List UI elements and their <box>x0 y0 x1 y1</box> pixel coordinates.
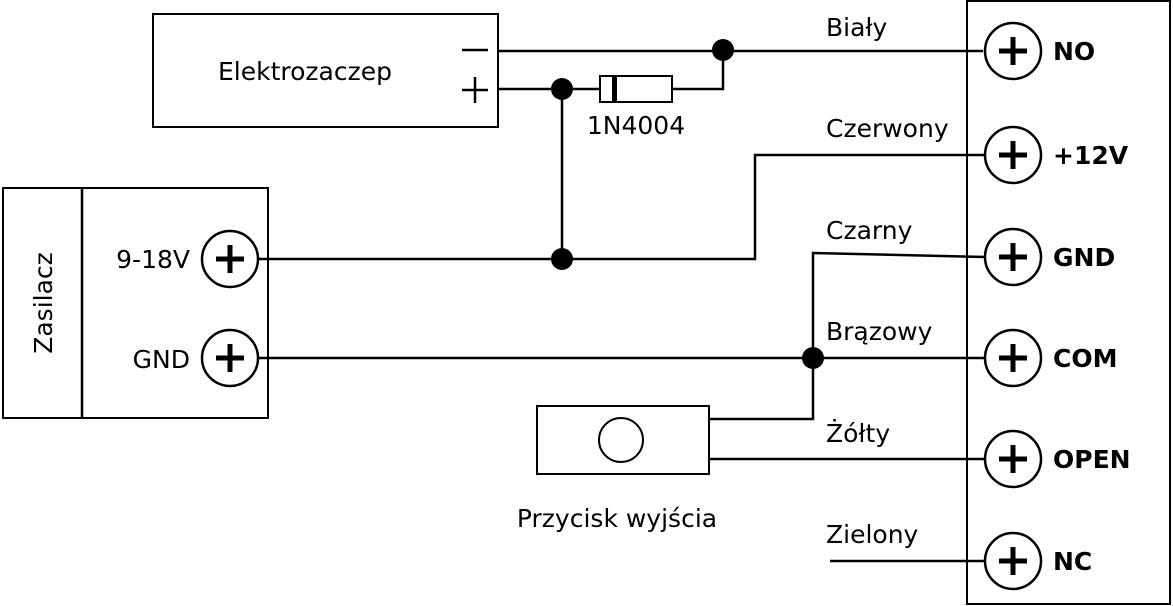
wire-label: Czerwony <box>826 114 949 143</box>
controller-terminal-label: NC <box>1053 547 1092 576</box>
terminal-screw-icon <box>200 229 260 289</box>
wires <box>258 49 986 563</box>
psu-terminal-label: GND <box>133 345 190 374</box>
exit-button-label: Przycisk wyjścia <box>517 504 717 533</box>
exit-button: Przycisk wyjścia <box>517 405 717 533</box>
wire-label: Żółty <box>826 419 890 448</box>
junction-dot <box>802 347 824 369</box>
controller-terminal-label: +12V <box>1053 141 1129 170</box>
controller-box <box>966 0 1171 605</box>
controller-terminal-label: NO <box>1053 37 1095 66</box>
electric-strike-label: Elektrozaczep <box>218 57 392 86</box>
junction-dot <box>551 78 573 100</box>
terminal-screw-icon <box>983 429 1043 489</box>
terminal-screw-icon <box>983 125 1043 185</box>
junction-dot <box>551 248 573 270</box>
controller-terminal-label: OPEN <box>1053 445 1131 474</box>
terminal-screw-icon <box>983 227 1043 287</box>
controller-terminal-label: COM <box>1053 344 1117 373</box>
terminals <box>200 21 1043 591</box>
electric-strike: Elektrozaczep <box>152 13 499 128</box>
wire-label: Czarny <box>826 216 913 245</box>
wire-label: Zielony <box>826 520 919 549</box>
wire-label: Biały <box>826 13 888 42</box>
terminal-screw-icon <box>983 328 1043 388</box>
power-supply-label: Zasilacz <box>29 252 58 354</box>
junction-dot <box>712 39 734 61</box>
terminal-screw-icon <box>983 531 1043 591</box>
terminal-screw-icon <box>200 328 260 388</box>
diode: 1N4004 <box>587 75 685 140</box>
terminal-screw-icon <box>983 21 1043 81</box>
psu-terminal-label: 9-18V <box>116 245 190 274</box>
controller-terminal-label: GND <box>1053 243 1115 272</box>
diode-label: 1N4004 <box>587 111 685 140</box>
wire-label: Brązowy <box>826 317 933 346</box>
